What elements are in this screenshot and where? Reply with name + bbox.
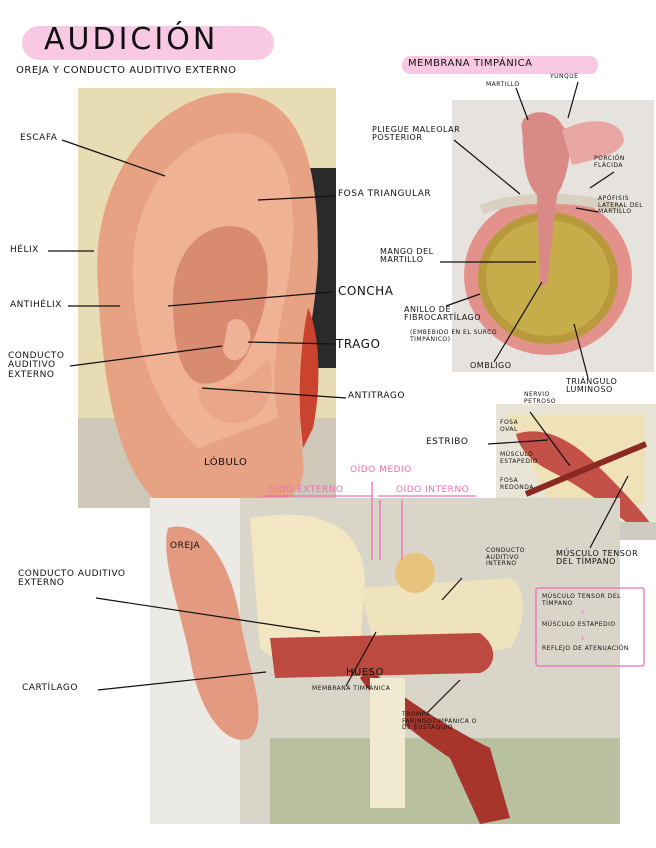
label-musculo-tensor: MÚSCULO TENSOR DEL TÍMPANO <box>556 549 639 567</box>
label-oido-interno: OÍDO INTERNO <box>396 485 470 495</box>
label-mango-martillo: MANGO DEL MARTILLO <box>380 247 434 265</box>
label-triangulo-luminoso: TRIÁNGULO LUMINOSO <box>566 377 618 395</box>
label-antitrago: ANTITRAGO <box>348 391 405 401</box>
label-trompa: TROMPA FARINGOTIMPÁNICA O DE EUSTAQUIO <box>402 711 477 732</box>
label-cartilago: CARTÍLAGO <box>22 683 78 693</box>
note-line-1: MÚSCULO TENSOR DEL TÍMPANO <box>542 593 622 607</box>
section-ear-heading: OREJA Y CONDUCTO AUDITIVO EXTERNO <box>16 65 237 76</box>
label-porcion-flacida: PORCIÓN FLÁCIDA <box>594 155 625 169</box>
label-oido-medio: OÍDO MEDIO <box>350 465 412 475</box>
title-highlight <box>22 26 274 60</box>
label-apofisis-lateral: APÓFISIS LATERAL DEL MARTILLO <box>598 195 644 216</box>
label-escafa: ESCAFA <box>20 133 58 143</box>
page-title: AUDICIÓN <box>44 22 219 57</box>
label-oido-externo: OÍDO EXTERNO <box>268 485 344 495</box>
label-fosa-redonda: FOSA REDONDA <box>500 477 534 491</box>
label-yunque: YUNQUE <box>550 73 579 80</box>
label-conducto-auditivo: CONDUCTO AUDITIVO EXTERNO <box>8 351 65 380</box>
label-fosa-triangular: FOSA TRIANGULAR <box>338 189 432 199</box>
label-oreja: OREJA <box>170 541 201 551</box>
label-pliegue-maleolar: PLIEGUE MALEOLAR POSTERIOR <box>372 125 461 143</box>
label-fosa-oval: FOSA OVAL <box>500 419 519 433</box>
ear-photo <box>78 88 336 508</box>
label-martillo: MARTILLO <box>486 81 520 88</box>
label-conducto-externo: CONDUCTO AUDITIVO EXTERNO <box>18 569 126 589</box>
label-hueso: HUESO <box>346 667 384 678</box>
membrane-heading-highlight <box>402 56 598 74</box>
label-musculo-estapedio: MÚSCULO ESTAPEDIO <box>500 451 538 465</box>
label-lobulo: LÓBULO <box>204 457 248 468</box>
label-nervio-petroso: NERVIO PETROSO <box>524 391 556 405</box>
label-ombligo: OMBLIGO <box>470 361 512 370</box>
ear-model-photo <box>150 498 620 824</box>
label-estribo: ESTRIBO <box>426 437 469 447</box>
note-line-2: MÚSCULO ESTAPEDIO <box>542 621 616 628</box>
label-membrana-timpanica: MEMBRANA TIMPÁNICA <box>312 685 391 692</box>
label-anillo-fibrocartilago: ANILLO DE FIBROCARTÍLAGO <box>404 305 482 323</box>
note-line-3: REFLEJO DE ATENUACIÓN <box>542 645 629 652</box>
note-plus: + <box>580 609 586 616</box>
label-helix: HÉLIX <box>10 245 39 255</box>
membrane-photo <box>452 100 654 372</box>
note-arrow: ↓ <box>580 635 586 642</box>
label-trago: TRAGO <box>336 337 381 351</box>
label-concha: CONCHA <box>338 284 394 298</box>
label-conducto-interno: CONDUCTO AUDITIVO INTERNO <box>486 547 525 568</box>
label-antihelix: ANTIHÉLIX <box>10 300 62 310</box>
section-membrane-heading: MEMBRANA TIMPÁNICA <box>408 58 533 69</box>
label-anillo-note: (EMBEBIDO EN EL SURCO TIMPÁNICO) <box>410 329 498 343</box>
